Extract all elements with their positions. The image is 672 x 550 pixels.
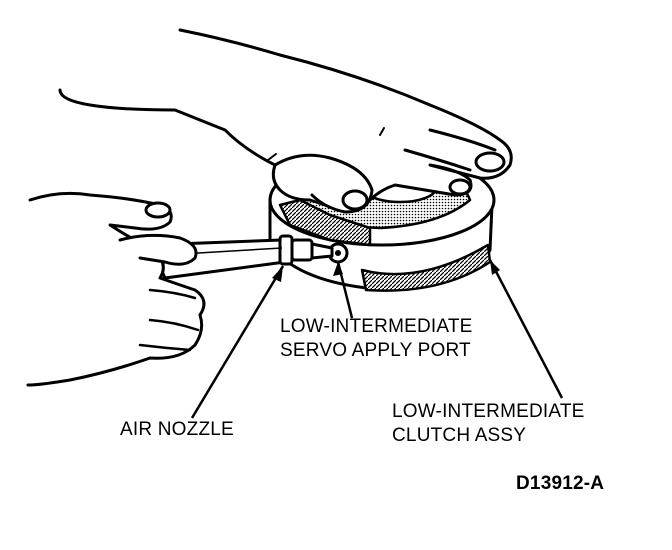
servo-port-label-line2: SERVO APPLY PORT bbox=[280, 340, 471, 361]
left-hand bbox=[26, 191, 206, 387]
air-nozzle-label: AIR NOZZLE bbox=[120, 418, 234, 442]
upper-hand bbox=[58, 28, 513, 214]
clutch-assy-label: LOW-INTERMEDIATE CLUTCH ASSY bbox=[392, 400, 585, 448]
leader-air-nozzle bbox=[190, 265, 285, 419]
figure-id-text: D13912-A bbox=[516, 473, 605, 494]
leader-arrowheads bbox=[272, 260, 500, 282]
clutch-assy-label-line1: LOW-INTERMEDIATE bbox=[392, 401, 585, 422]
servo-port-label: LOW-INTERMEDIATE SERVO APPLY PORT bbox=[280, 315, 473, 363]
servo-port-label-line1: LOW-INTERMEDIATE bbox=[280, 316, 473, 337]
air-nozzle-label-text: AIR NOZZLE bbox=[120, 419, 234, 440]
figure-id: D13912-A bbox=[516, 472, 604, 496]
clutch-assy-label-line2: CLUTCH ASSY bbox=[392, 425, 527, 446]
leader-clutch bbox=[488, 259, 564, 399]
